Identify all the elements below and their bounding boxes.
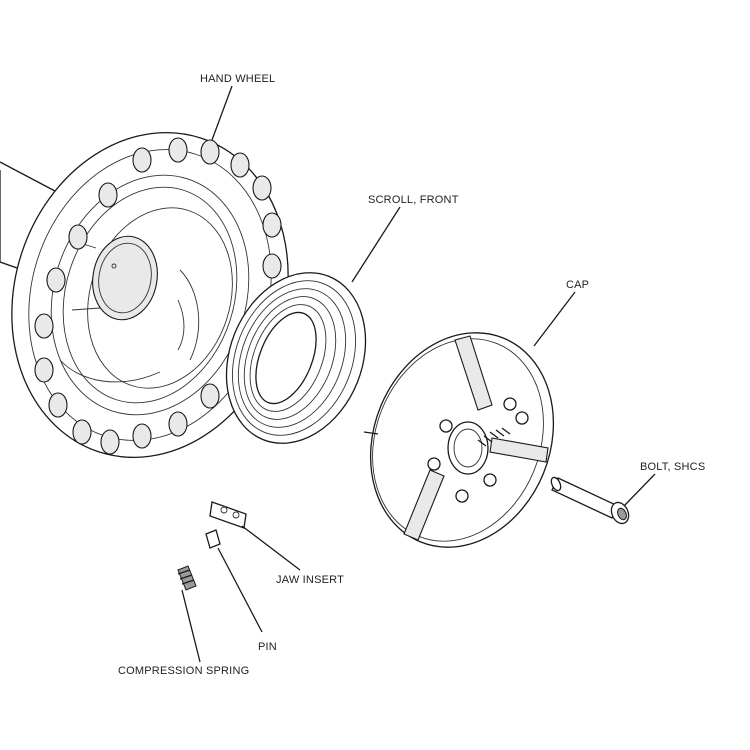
label-scroll-front: SCROLL, FRONT <box>368 194 459 206</box>
label-bolt: BOLT, SHCS <box>640 461 705 473</box>
hand-wheel-part <box>11 131 289 459</box>
label-compression-spring: COMPRESSION SPRING <box>118 665 249 677</box>
cap-part <box>363 332 555 548</box>
pin-part <box>205 529 221 549</box>
label-pin: PIN <box>258 641 277 653</box>
scroll-front-part <box>225 272 367 444</box>
label-hand-wheel: HAND WHEEL <box>200 73 275 85</box>
bolt-part <box>550 476 630 525</box>
rim-lugs <box>34 137 282 455</box>
jaw-insert-part <box>209 501 247 529</box>
cap-spring-detail <box>477 427 511 447</box>
leader-lines <box>181 85 656 663</box>
label-cap: CAP <box>566 279 589 291</box>
label-jaw-insert: JAW INSERT <box>276 574 344 586</box>
compression-spring-part <box>177 565 197 591</box>
